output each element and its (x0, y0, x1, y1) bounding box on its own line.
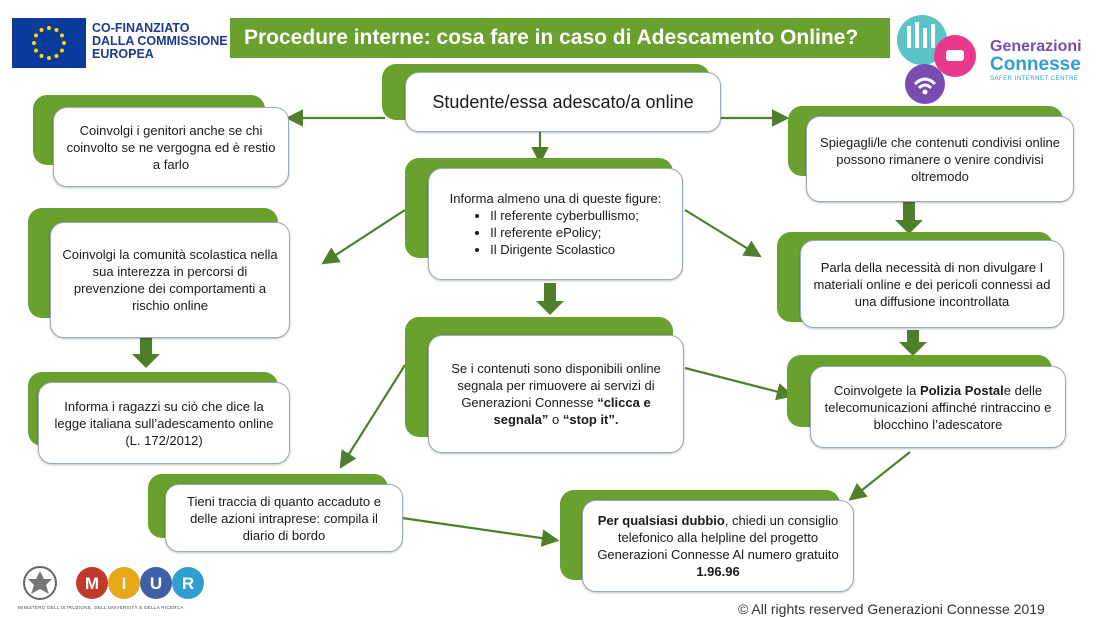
box-parla: Parla della necessità di non divulgare I… (800, 240, 1064, 328)
box-ragazzi-text: Informa i ragazzi su ciò che dice la leg… (54, 398, 274, 448)
eu-star-icon (39, 53, 44, 58)
block-arrow-down-right-2 (899, 330, 927, 356)
miur-letter: I (122, 574, 127, 593)
box-spiegagli-text: Spiegagli/le che contenuti condivisi onl… (820, 134, 1060, 184)
box-dubbio: Per qualsiasi dubbio, chiedi un consigli… (582, 500, 854, 592)
box-dubbio-text: Per qualsiasi dubbio, chiedi un consigli… (597, 513, 839, 579)
gc-logo-subtext: SAFER INTERNET CENTRE (990, 76, 1079, 82)
eu-star-icon (47, 26, 51, 30)
box-traccia: Tieni traccia di quanto accaduto e delle… (165, 484, 403, 552)
box-comunita: Coinvolgi la comunità scolastica nella s… (50, 222, 290, 338)
eu-cofinanced-label: CO-FINANZIATO DALLA COMMISSIONE EUROPEA (92, 22, 228, 61)
list-item: Il referente cyberbullismo; (490, 207, 639, 224)
eu-text-line: CO-FINANZIATO (92, 21, 190, 35)
block-arrow-down-center (536, 283, 564, 315)
box-informa-intro: Informa almeno una di queste figure: (449, 191, 662, 206)
block-arrow-down-right-1 (895, 202, 923, 234)
block-arrow-down-left (132, 336, 160, 368)
eu-text-line: EUROPEA (92, 47, 154, 61)
eu-star-icon (59, 48, 64, 53)
eu-star-icon (59, 33, 64, 38)
arrow-to-dubbio-2 (848, 451, 911, 501)
miur-letter: R (182, 574, 194, 593)
eu-star-icon (62, 41, 66, 45)
box-parla-text: Parla della necessità di non divulgare I… (813, 259, 1051, 309)
arrow-to-parla (684, 209, 762, 258)
gc-logo-text: Generazioni (990, 38, 1082, 55)
box-main-text: Studente/essa adescato/a online (432, 91, 694, 112)
eu-star-icon (39, 28, 44, 33)
miur-letter: U (150, 574, 162, 593)
eu-text-line: DALLA COMMISSIONE (92, 34, 228, 48)
miur-logo: M I U R (20, 563, 220, 603)
generazioni-connesse-logo (895, 14, 995, 106)
box-spiegagli: Spiegagli/le che contenuti condivisi onl… (806, 116, 1074, 202)
figure-list: Il referente cyberbullismo; Il referente… (472, 207, 639, 258)
miur-letter: M (85, 574, 99, 593)
eu-star-icon (54, 53, 59, 58)
eu-star-icon (34, 33, 39, 38)
page-title: Procedure interne: cosa fare in caso di … (230, 18, 890, 58)
list-item: Il referente ePolicy; (490, 224, 639, 241)
box-comunita-text: Coinvolgi la comunità scolastica nella s… (62, 247, 278, 313)
box-traccia-text: Tieni traccia di quanto accaduto e delle… (187, 493, 381, 543)
box-polizia: Coinvolgete la Polizia Postale delle tel… (810, 366, 1066, 448)
box-genitori-text: Coinvolgi i genitori anche se chi coinvo… (66, 122, 276, 172)
box-informa: Informa almeno una di queste figure: Il … (428, 168, 683, 280)
list-item: Il Dirigente Scolastico (490, 241, 639, 258)
arrow-to-polizia (684, 366, 795, 401)
eu-star-icon (32, 41, 36, 45)
box-segnala-text: Se i contenuti sono disponibili online s… (451, 361, 661, 427)
eu-star-icon (47, 56, 51, 60)
eu-flag-icon (12, 18, 86, 68)
emblem-icon (23, 566, 57, 600)
arrow-to-comunita (321, 209, 406, 265)
box-polizia-text: Coinvolgete la Polizia Postale delle tel… (824, 382, 1052, 432)
miur-caption: MINISTERO DELL'ISTRUZIONE, DELL'UNIVERSI… (18, 605, 184, 610)
eu-star-icon (54, 28, 59, 33)
gc-logo-text: Connesse (990, 54, 1081, 75)
box-genitori: Coinvolgi i genitori anche se chi coinvo… (53, 107, 289, 187)
arrow-to-dubbio (401, 516, 560, 547)
box-main: Studente/essa adescato/a online (405, 72, 721, 132)
copyright-notice: © All rights reserved Generazioni Connes… (738, 601, 1045, 617)
eu-star-icon (34, 48, 39, 53)
box-segnala: Se i contenuti sono disponibili online s… (428, 335, 684, 453)
box-ragazzi: Informa i ragazzi su ciò che dice la leg… (38, 382, 290, 464)
arrow-to-traccia (339, 364, 406, 469)
